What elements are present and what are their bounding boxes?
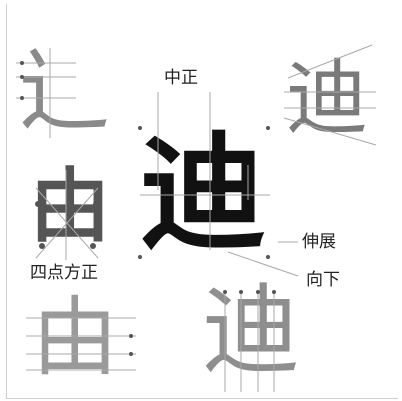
marker-dot [35, 201, 41, 207]
marker-dot [129, 352, 133, 356]
marker-dot [138, 255, 142, 259]
label-stretch: 伸展 [302, 232, 336, 252]
guide-line [283, 117, 377, 146]
marker-dot [20, 75, 24, 79]
glyph-top-right: 迪 [286, 51, 369, 146]
marker-dot [272, 290, 276, 294]
frame-left-border [6, 4, 7, 399]
marker-dot [223, 290, 227, 294]
label-center-upright: 中正 [164, 68, 198, 88]
marker-dot [129, 334, 133, 338]
guide-line [227, 251, 299, 277]
glyph-bottom-left: 由 [32, 288, 118, 388]
frame-bottom-border [6, 398, 398, 399]
marker-dot [138, 126, 142, 130]
label-four-points-square: 四点方正 [30, 263, 98, 283]
marker-dot [256, 290, 260, 294]
glyph-center: 迪 [140, 119, 266, 267]
marker-dot [20, 61, 24, 65]
glyph-top-left: 辶 [18, 38, 111, 145]
marker-dot [239, 290, 243, 294]
marker-dot [20, 96, 24, 100]
marker-dot [266, 126, 270, 130]
label-downward: 向下 [306, 270, 340, 290]
guide-line [35, 187, 99, 259]
marker-dot [90, 243, 96, 249]
marker-dot [93, 201, 99, 207]
guide-line [287, 44, 373, 79]
glyph-bottom-right: 迪 [202, 274, 301, 388]
marker-dot [39, 243, 45, 249]
marker-dot [266, 255, 270, 259]
